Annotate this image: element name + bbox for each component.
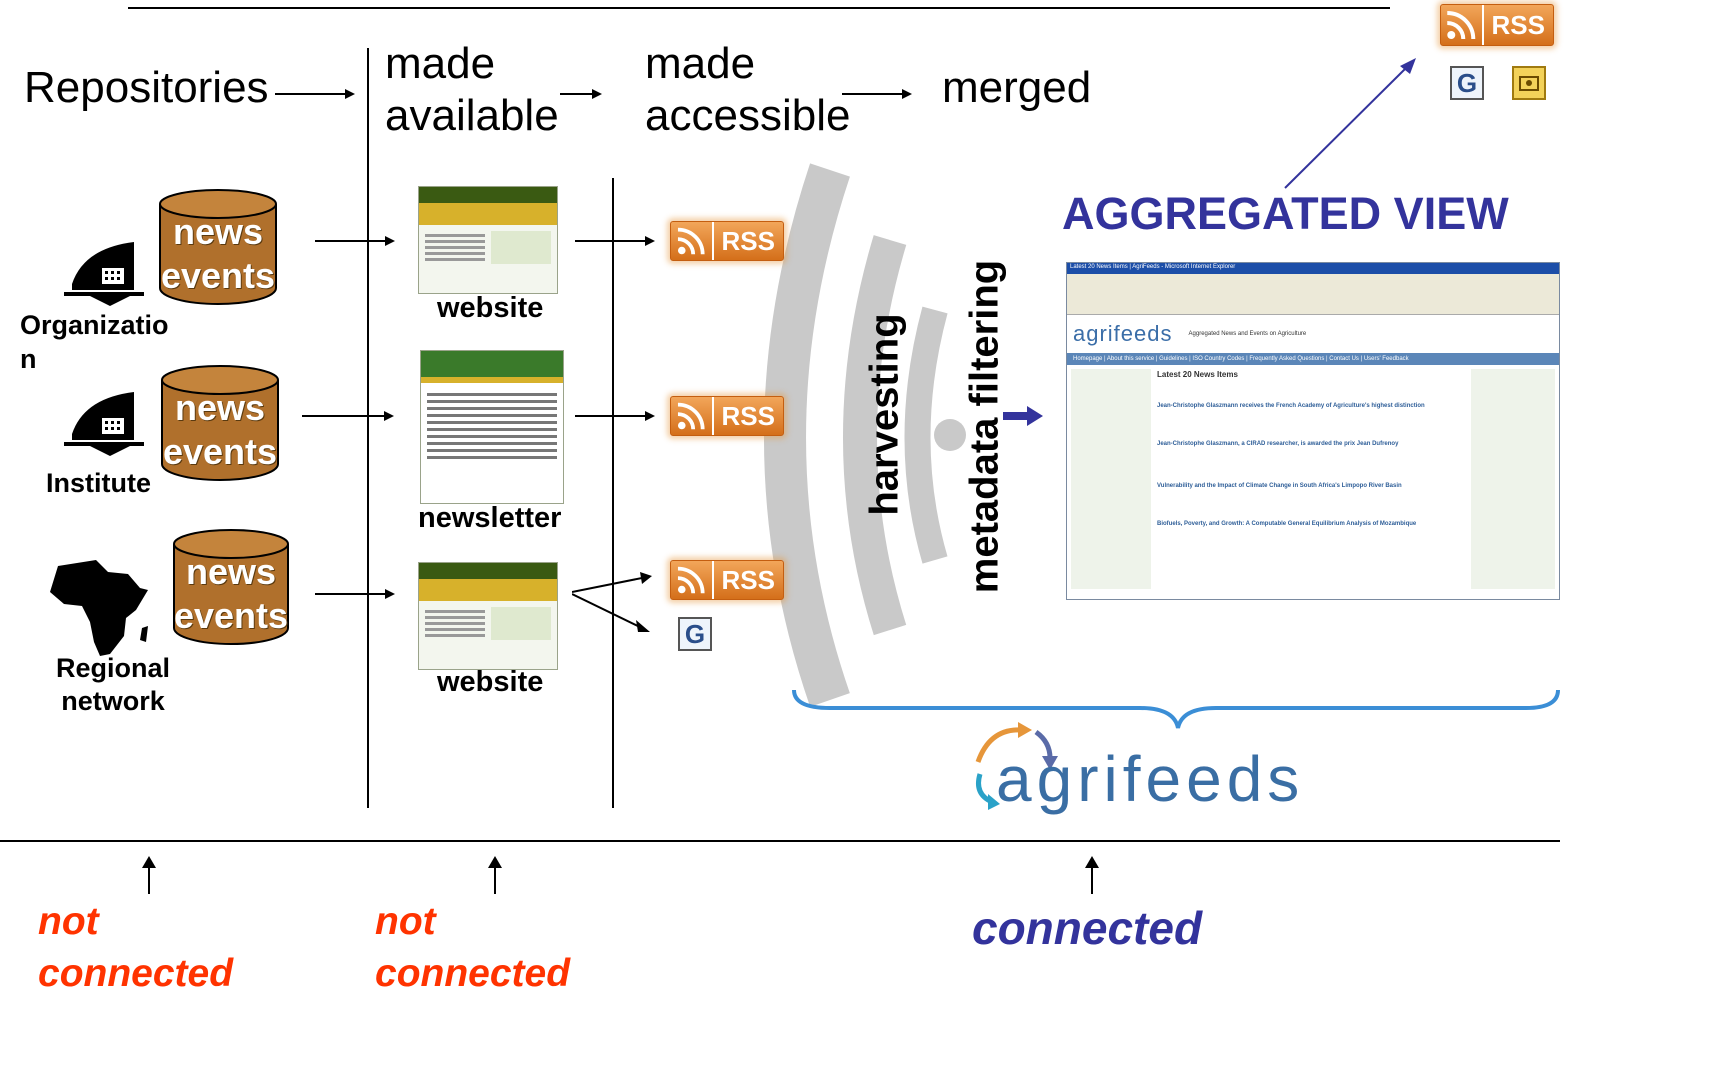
harvesting-arcs [720, 160, 1040, 725]
google-icon[interactable]: G [678, 617, 712, 651]
window-titlebar: Latest 20 News Items | AgriFeeds - Micro… [1067, 263, 1559, 274]
arrow-accessible [842, 86, 912, 104]
output-label-website: website [437, 666, 544, 698]
right-sidebar [1471, 369, 1555, 589]
site-nav: Homepage | About this service | Guidelin… [1067, 353, 1559, 365]
arrow-available [560, 86, 602, 104]
output-label-newsletter: newsletter [418, 502, 562, 534]
arrow-org-to-website [315, 233, 395, 251]
rss-button[interactable]: RSS [670, 560, 784, 600]
rss-button[interactable]: RSS [670, 396, 784, 436]
news-item: Jean-Christophe Glaszmann, a CIRAD resea… [1157, 441, 1399, 447]
arrow-website-to-rss [575, 233, 655, 251]
curly-brace [790, 686, 1570, 741]
divider-1 [367, 48, 369, 808]
agrifeeds-logo: agrifeeds [966, 718, 1396, 818]
website-thumbnail [418, 186, 558, 294]
aggregated-view-screenshot: Latest 20 News Items | AgriFeeds - Micro… [1066, 262, 1560, 600]
left-sidebar [1071, 369, 1151, 589]
output-label-website: website [437, 292, 544, 324]
arrow-region-to-website [315, 586, 395, 604]
top-rule [128, 7, 1390, 9]
feed-reader-icon[interactable] [1512, 66, 1546, 100]
up-arrow [1085, 856, 1099, 899]
aggregated-view-title: AGGREGATED VIEW [1062, 188, 1509, 239]
africa-map-icon [44, 556, 154, 666]
status-connected: connected [972, 902, 1203, 954]
newsletter-thumbnail [420, 350, 564, 504]
stage-repositories: Repositories [24, 63, 269, 112]
arrow-repositories [275, 86, 355, 104]
rss-top-right[interactable]: RSS [1440, 4, 1554, 46]
website-thumbnail [418, 562, 558, 670]
tagline: Aggregated News and Events on Agricultur… [1188, 331, 1307, 337]
divider-2 [612, 178, 614, 808]
rss-button[interactable]: RSS [670, 221, 784, 261]
news-item: Vulnerability and the Impact of Climate … [1157, 483, 1402, 489]
arrow-newsletter-to-rss [575, 408, 655, 426]
up-arrow [488, 856, 502, 899]
stage-merged: merged [942, 63, 1092, 112]
harvesting-label: harvesting [862, 313, 907, 516]
google-icon-top[interactable]: G [1450, 66, 1484, 100]
arrows-website-to-feeds [571, 570, 656, 641]
news-item: Jean-Christophe Glaszmann receives the F… [1157, 403, 1425, 409]
source-label-institute: Institute [46, 468, 151, 498]
arrow-inst-to-newsletter [302, 408, 394, 426]
pointer-line [1280, 58, 1420, 198]
news-item: Biofuels, Poverty, and Growth: A Computa… [1157, 521, 1417, 527]
latest-news-heading: Latest 20 News Items [1157, 370, 1238, 379]
browser-toolbar [1067, 274, 1559, 315]
bottom-rule [0, 840, 1560, 842]
up-arrow [142, 856, 156, 899]
building-icon [64, 378, 144, 463]
building-icon [64, 228, 144, 313]
agrifeeds-logo-small: agrifeeds [1073, 321, 1173, 346]
filter-arrow [1003, 406, 1043, 431]
metadata-filtering-label: metadata filtering [962, 259, 1007, 594]
